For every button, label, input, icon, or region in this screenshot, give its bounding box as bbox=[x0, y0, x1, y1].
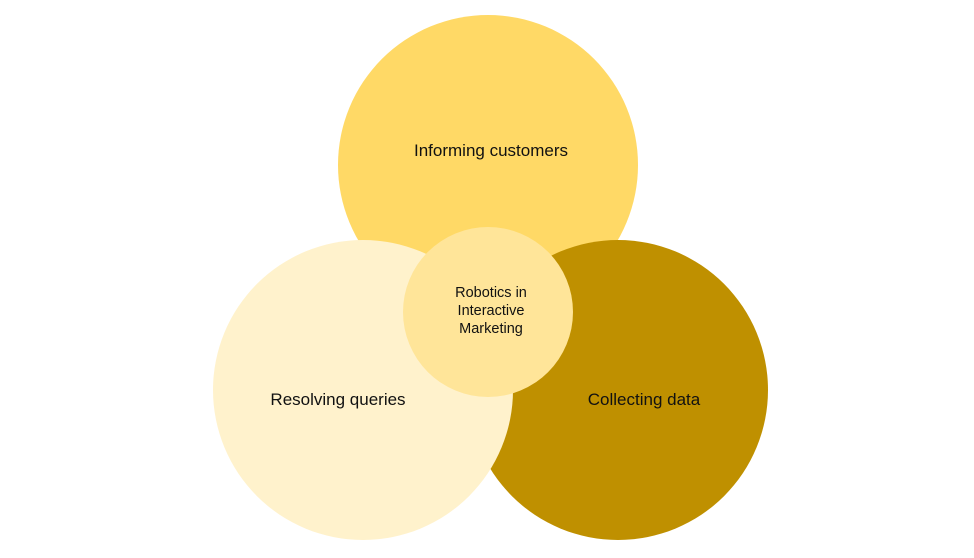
label-center: Robotics in Interactive Marketing bbox=[455, 285, 527, 337]
circle-informing-customers bbox=[338, 15, 638, 315]
circle-center bbox=[403, 227, 573, 397]
label-collecting-data: Collecting data bbox=[587, 390, 701, 409]
label-resolving-queries: Resolving queries bbox=[270, 390, 406, 409]
label-informing-customers: Informing customers bbox=[414, 141, 568, 160]
